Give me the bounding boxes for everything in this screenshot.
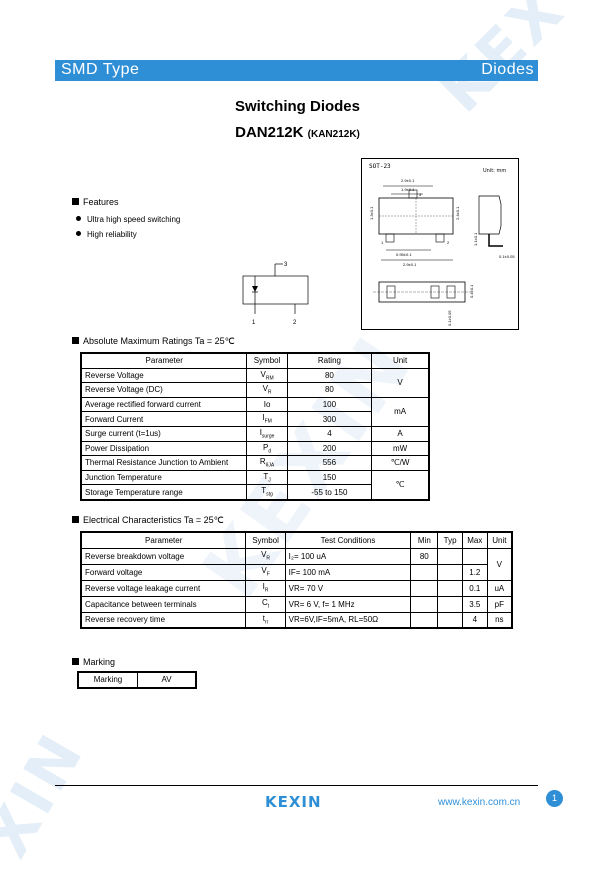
header-type: SMD Type xyxy=(61,61,140,78)
package-unit: Unit: mm xyxy=(483,168,506,174)
table-row: Forward Current IFM 300 xyxy=(80,411,429,427)
table-row: Surge current (t=1us) Isurge 4 A xyxy=(80,425,430,442)
part-main: DAN212K xyxy=(235,124,304,141)
table-row: Average rectified forward current Io 100… xyxy=(80,396,430,427)
package-drawing: SOT-23 Unit: mm 2.9±0.1 1.9±0.1 1 2 3 1.… xyxy=(361,158,519,330)
dim-label: 0.4±0.1 xyxy=(469,284,474,298)
table-row: Storage Temperature range Tstg -55 to 15… xyxy=(80,484,429,501)
footer-divider xyxy=(55,785,538,786)
pin-label: 1 xyxy=(381,240,384,245)
dim-label: 0.95±0.1 xyxy=(396,252,412,257)
feature-item: Ultra high speed switching xyxy=(76,212,180,227)
features-heading: Features xyxy=(72,197,119,207)
feature-item: High reliability xyxy=(76,227,180,242)
pin-label: 3 xyxy=(284,262,288,268)
table-row: Capacitance between terminals Ct VR= 6 V… xyxy=(80,595,513,613)
dim-label: 0.1±0.05 xyxy=(499,254,515,259)
dim-label: 1.1±0.1 xyxy=(473,232,478,246)
table-row: Reverse voltage leakage current IR VR= 7… xyxy=(80,579,513,597)
footer-logo: KEXIN xyxy=(265,793,322,811)
square-bullet-icon xyxy=(72,337,79,344)
abs-max-heading: Absolute Maximum Ratings Ta = 25℃ xyxy=(72,336,235,347)
pin-label: 2 xyxy=(447,240,450,245)
diode-icon xyxy=(252,286,258,292)
table-row: Thermal Resistance Junction to Ambient R… xyxy=(80,455,430,471)
dim-label: 1.3±0.1 xyxy=(369,206,374,220)
pin-label: 2 xyxy=(293,320,297,326)
pin-label: 3 xyxy=(419,192,422,197)
square-bullet-icon xyxy=(72,516,79,523)
circuit-diagram: 3 1 2 xyxy=(242,262,309,326)
part-alt: (KAN212K) xyxy=(307,129,360,140)
part-number: DAN212K (KAN212K) xyxy=(0,124,595,141)
dim-label: 1.9±0.1 xyxy=(401,187,415,192)
page-number: 1 xyxy=(546,790,563,807)
footer-url[interactable]: www.kexin.com.cn xyxy=(438,797,521,808)
dim-label: 0.1±0.05 xyxy=(447,310,452,326)
page-title: Switching Diodes xyxy=(234,98,360,115)
table-row: Marking AV xyxy=(77,671,197,689)
header-category: Diodes xyxy=(481,61,534,78)
header-banner: SMD Type Diodes xyxy=(55,60,538,81)
dim-label: 2.4±0.1 xyxy=(455,206,460,220)
table-row: Reverse Voltage VRM 80 V xyxy=(80,367,430,398)
watermark-bottom: XIN xyxy=(0,720,99,869)
marking-heading: Marking xyxy=(72,657,115,667)
pin-label: 1 xyxy=(252,320,256,326)
dim-label: 2.9±0.1 xyxy=(401,178,415,183)
bullet-icon xyxy=(76,216,81,221)
elec-heading: Electrical Characteristics Ta = 25℃ xyxy=(72,515,224,526)
dim-label: 2.9±0.1 xyxy=(403,262,417,267)
marking-table: Marking AV xyxy=(77,671,197,689)
features-list: Ultra high speed switching High reliabil… xyxy=(76,212,180,242)
table-row: Forward voltage VF IF= 100 mA 1.2 xyxy=(80,563,512,581)
bullet-icon xyxy=(76,231,81,236)
table-row: Junction Temperature TJ 150 ℃ xyxy=(80,469,430,501)
package-name: SOT-23 xyxy=(369,163,391,170)
table-row: Power Dissipation Pd 200 mW xyxy=(80,440,430,457)
table-row: Reverse recovery time trr VR=6V,IF=5mA, … xyxy=(80,611,513,629)
table-row: Reverse breakdown voltage VR I₂= 100 uA … xyxy=(80,547,513,581)
square-bullet-icon xyxy=(72,658,79,665)
square-bullet-icon xyxy=(72,198,79,205)
